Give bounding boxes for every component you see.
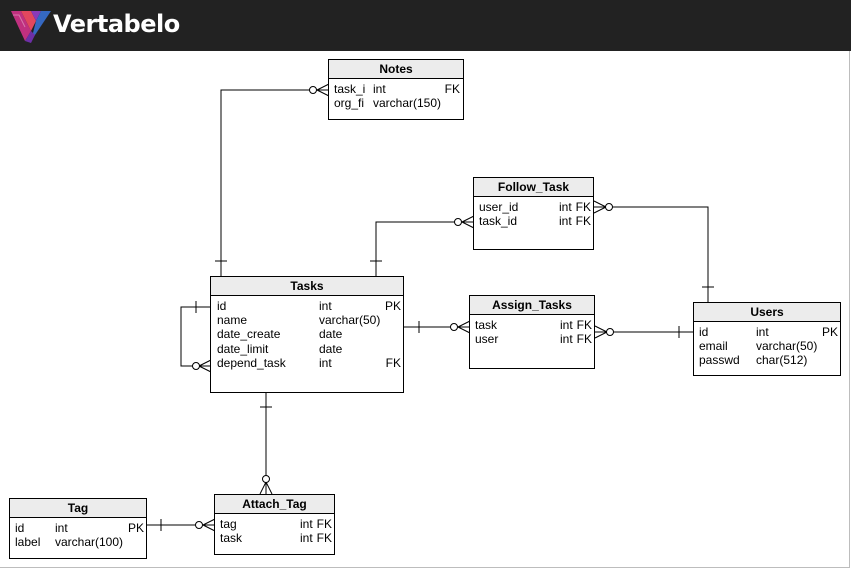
column-key: FK: [576, 332, 592, 347]
table-tag[interactable]: Tag id int PK label varchar(100): [9, 498, 147, 559]
column-name: user_id: [479, 200, 519, 214]
column-type: varchar(50): [756, 339, 818, 354]
column-row[interactable]: user int FK: [470, 332, 594, 346]
column-name: task_id: [479, 214, 518, 229]
table-attach-tag[interactable]: Attach_Tag tag int FK task int FK: [214, 494, 335, 555]
table-title: Users: [694, 303, 840, 322]
column-name: task: [475, 318, 498, 332]
column-type: varchar(100): [55, 535, 124, 550]
column-key: PK: [127, 521, 144, 535]
column-type: int: [559, 200, 572, 214]
column-type: int: [559, 214, 572, 229]
column-name: passwd: [699, 353, 740, 368]
column-row[interactable]: email varchar(50): [694, 339, 840, 353]
column-row[interactable]: id int PK: [10, 521, 146, 535]
column-key: FK: [316, 517, 332, 531]
column-key: PK: [821, 325, 838, 339]
column-row[interactable]: date_limit date: [211, 342, 403, 356]
column-type: varchar(50): [319, 313, 381, 328]
column-key: FK: [576, 318, 592, 332]
table-tasks[interactable]: Tasks id int PK name varchar(50) date_cr…: [210, 276, 404, 393]
relationship-tasks-assign-tasks[interactable]: [404, 320, 471, 334]
column-type: date: [319, 341, 343, 356]
relationship-follow-task-tasks[interactable]: [370, 215, 475, 276]
table-title: Tasks: [211, 277, 403, 296]
column-name: task_i: [334, 82, 366, 96]
relationship-notes-tasks[interactable]: [215, 83, 330, 276]
relationship-follow-task-users[interactable]: [593, 200, 714, 302]
column-type: int: [560, 318, 573, 332]
table-title: Notes: [329, 60, 463, 79]
column-row[interactable]: name varchar(50): [211, 313, 403, 327]
app-header: Vertabelo: [0, 0, 851, 51]
column-type: int: [300, 531, 313, 546]
column-type: varchar(150): [373, 96, 442, 111]
column-row[interactable]: id int PK: [211, 299, 403, 313]
relationship-tag-attach-tag[interactable]: [147, 518, 216, 532]
column-name: tag: [220, 517, 237, 531]
vertabelo-logo-icon: [11, 11, 51, 43]
column-name: id: [699, 325, 709, 339]
column-type: int: [756, 325, 769, 339]
column-key: FK: [575, 200, 591, 214]
column-name: id: [217, 299, 227, 313]
column-type: int: [319, 355, 332, 370]
column-name: depend_task: [217, 355, 286, 370]
column-row[interactable]: tag int FK: [215, 517, 334, 531]
app-name: Vertabelo: [53, 10, 180, 38]
column-type: int: [319, 299, 332, 313]
column-row[interactable]: org_fi varchar(150): [329, 96, 463, 110]
column-row[interactable]: task_i int FK: [329, 82, 463, 96]
column-name: label: [15, 535, 41, 550]
column-key: FK: [444, 82, 460, 96]
table-title: Assign_Tasks: [470, 296, 594, 315]
relationship-tasks-attach-tag[interactable]: [259, 393, 273, 495]
column-row[interactable]: task_id int FK: [474, 214, 593, 228]
column-row[interactable]: label varchar(100): [10, 535, 146, 549]
column-row[interactable]: id int PK: [694, 325, 840, 339]
table-title: Follow_Task: [474, 178, 593, 197]
column-type: int: [55, 521, 68, 535]
table-notes[interactable]: Notes task_i int FK org_fi varchar(150): [328, 59, 464, 120]
column-row[interactable]: user_id int FK: [474, 200, 593, 214]
column-row[interactable]: passwd char(512): [694, 353, 840, 367]
column-row[interactable]: task int FK: [215, 531, 334, 545]
column-row[interactable]: date_create date: [211, 327, 403, 341]
table-assign-tasks[interactable]: Assign_Tasks task int FK user int FK: [469, 295, 595, 369]
column-name: date_limit: [217, 341, 269, 356]
column-key: FK: [575, 214, 591, 229]
column-row[interactable]: task int FK: [470, 318, 594, 332]
column-row[interactable]: depend_task int FK: [211, 356, 403, 370]
column-name: task: [220, 531, 243, 546]
column-type: char(512): [756, 353, 808, 368]
column-name: org_fi: [334, 96, 365, 111]
column-name: date_create: [217, 327, 281, 342]
column-key: FK: [316, 531, 332, 546]
column-key: PK: [384, 299, 401, 313]
relationship-tasks-self[interactable]: [180, 301, 212, 373]
table-users[interactable]: Users id int PK email varchar(50) passwd…: [693, 302, 841, 376]
column-name: name: [217, 313, 248, 328]
table-follow-task[interactable]: Follow_Task user_id int FK task_id int F…: [473, 177, 594, 250]
column-name: id: [15, 521, 25, 535]
table-title: Attach_Tag: [215, 495, 334, 514]
table-title: Tag: [10, 499, 146, 518]
relationship-assign-tasks-users[interactable]: [594, 325, 694, 339]
column-type: date: [319, 327, 343, 342]
column-key: FK: [385, 355, 401, 370]
column-type: int: [560, 332, 573, 347]
column-name: email: [699, 339, 728, 354]
column-type: int: [300, 517, 313, 531]
column-name: user: [475, 332, 499, 347]
column-type: int: [373, 82, 386, 96]
